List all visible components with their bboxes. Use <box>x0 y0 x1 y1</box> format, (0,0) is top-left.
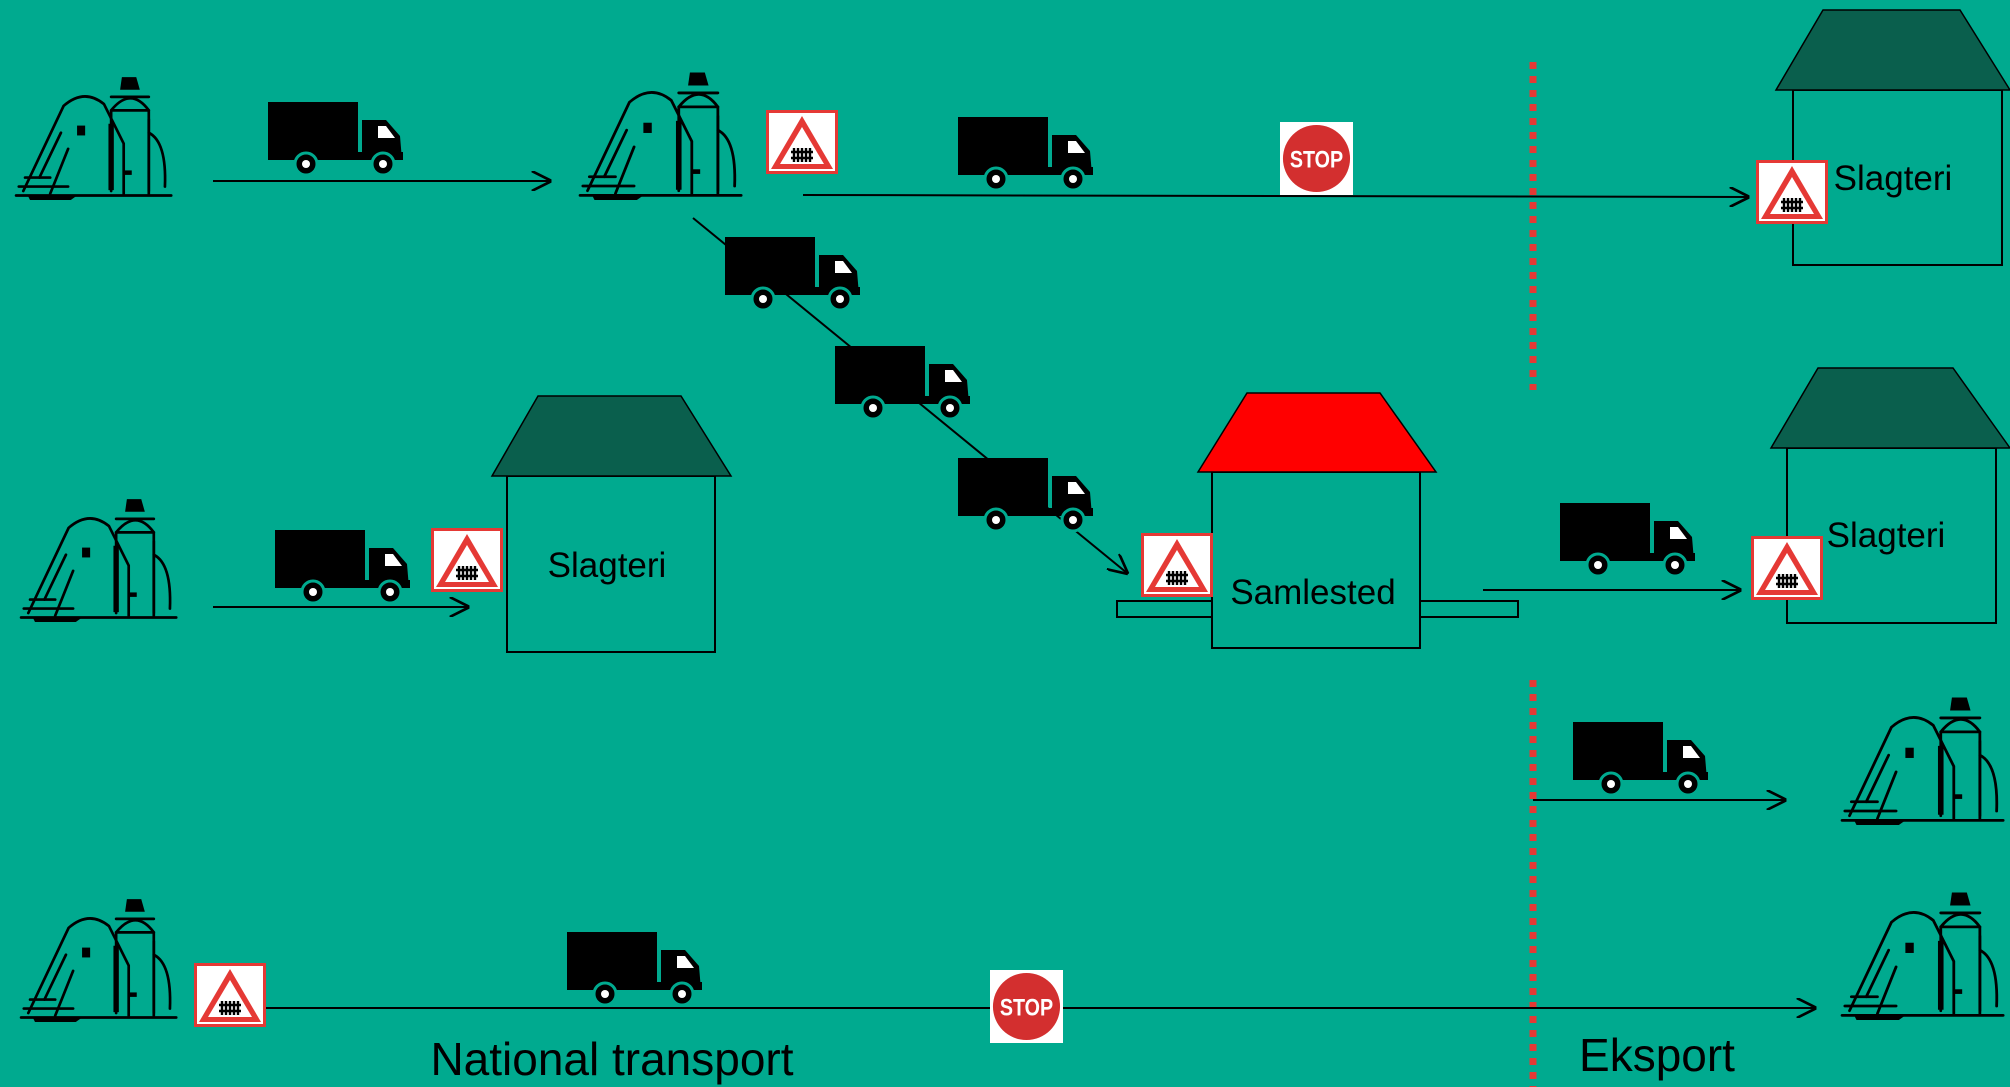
collection-point-label: Samlested <box>1230 573 1395 612</box>
truck-icon <box>835 346 972 421</box>
railway-crossing-sign-icon <box>1751 536 1823 600</box>
railway-crossing-sign-icon <box>431 528 503 592</box>
collection-point <box>1116 392 1519 649</box>
farm-icon <box>1842 892 2003 1024</box>
slaughterhouse-left-label: Slagteri <box>548 546 667 585</box>
slaughterhouse-top-right <box>1774 9 2010 266</box>
slaughterhouse-middle-right <box>1769 367 2010 624</box>
truck-icon <box>275 530 412 605</box>
railway-crossing-sign-icon <box>1756 160 1828 224</box>
truck-icon <box>1573 722 1710 797</box>
farm-icon <box>21 899 176 1026</box>
slaughterhouse-middle-right-label: Slagteri <box>1827 516 1946 555</box>
national-transport-label: National transport <box>430 1033 793 1085</box>
railway-crossing-sign-icon <box>1141 533 1213 597</box>
export-label: Eksport <box>1579 1029 1735 1081</box>
truck-icon <box>1560 503 1697 578</box>
stop-sign-icon <box>990 970 1063 1043</box>
arrow-farm-to-slaughterhouse-export <box>802 195 1748 197</box>
truck-icon <box>567 932 704 1007</box>
farm-icon <box>21 499 176 626</box>
slaughterhouse-top-right-label: Slagteri <box>1834 159 1953 198</box>
stop-sign-icon <box>1280 122 1353 195</box>
farm-icon <box>580 72 741 204</box>
transport-arrows <box>213 181 1815 1008</box>
railway-crossing-sign-icon <box>194 963 266 1027</box>
truck-icon <box>268 102 405 177</box>
railway-crossing-sign-icon <box>766 110 838 174</box>
farm-icon <box>16 77 171 204</box>
farm-icon <box>1842 697 2003 829</box>
slaughterhouse-left <box>490 395 733 653</box>
truck-icon <box>958 117 1095 192</box>
truck-icon <box>958 458 1095 533</box>
